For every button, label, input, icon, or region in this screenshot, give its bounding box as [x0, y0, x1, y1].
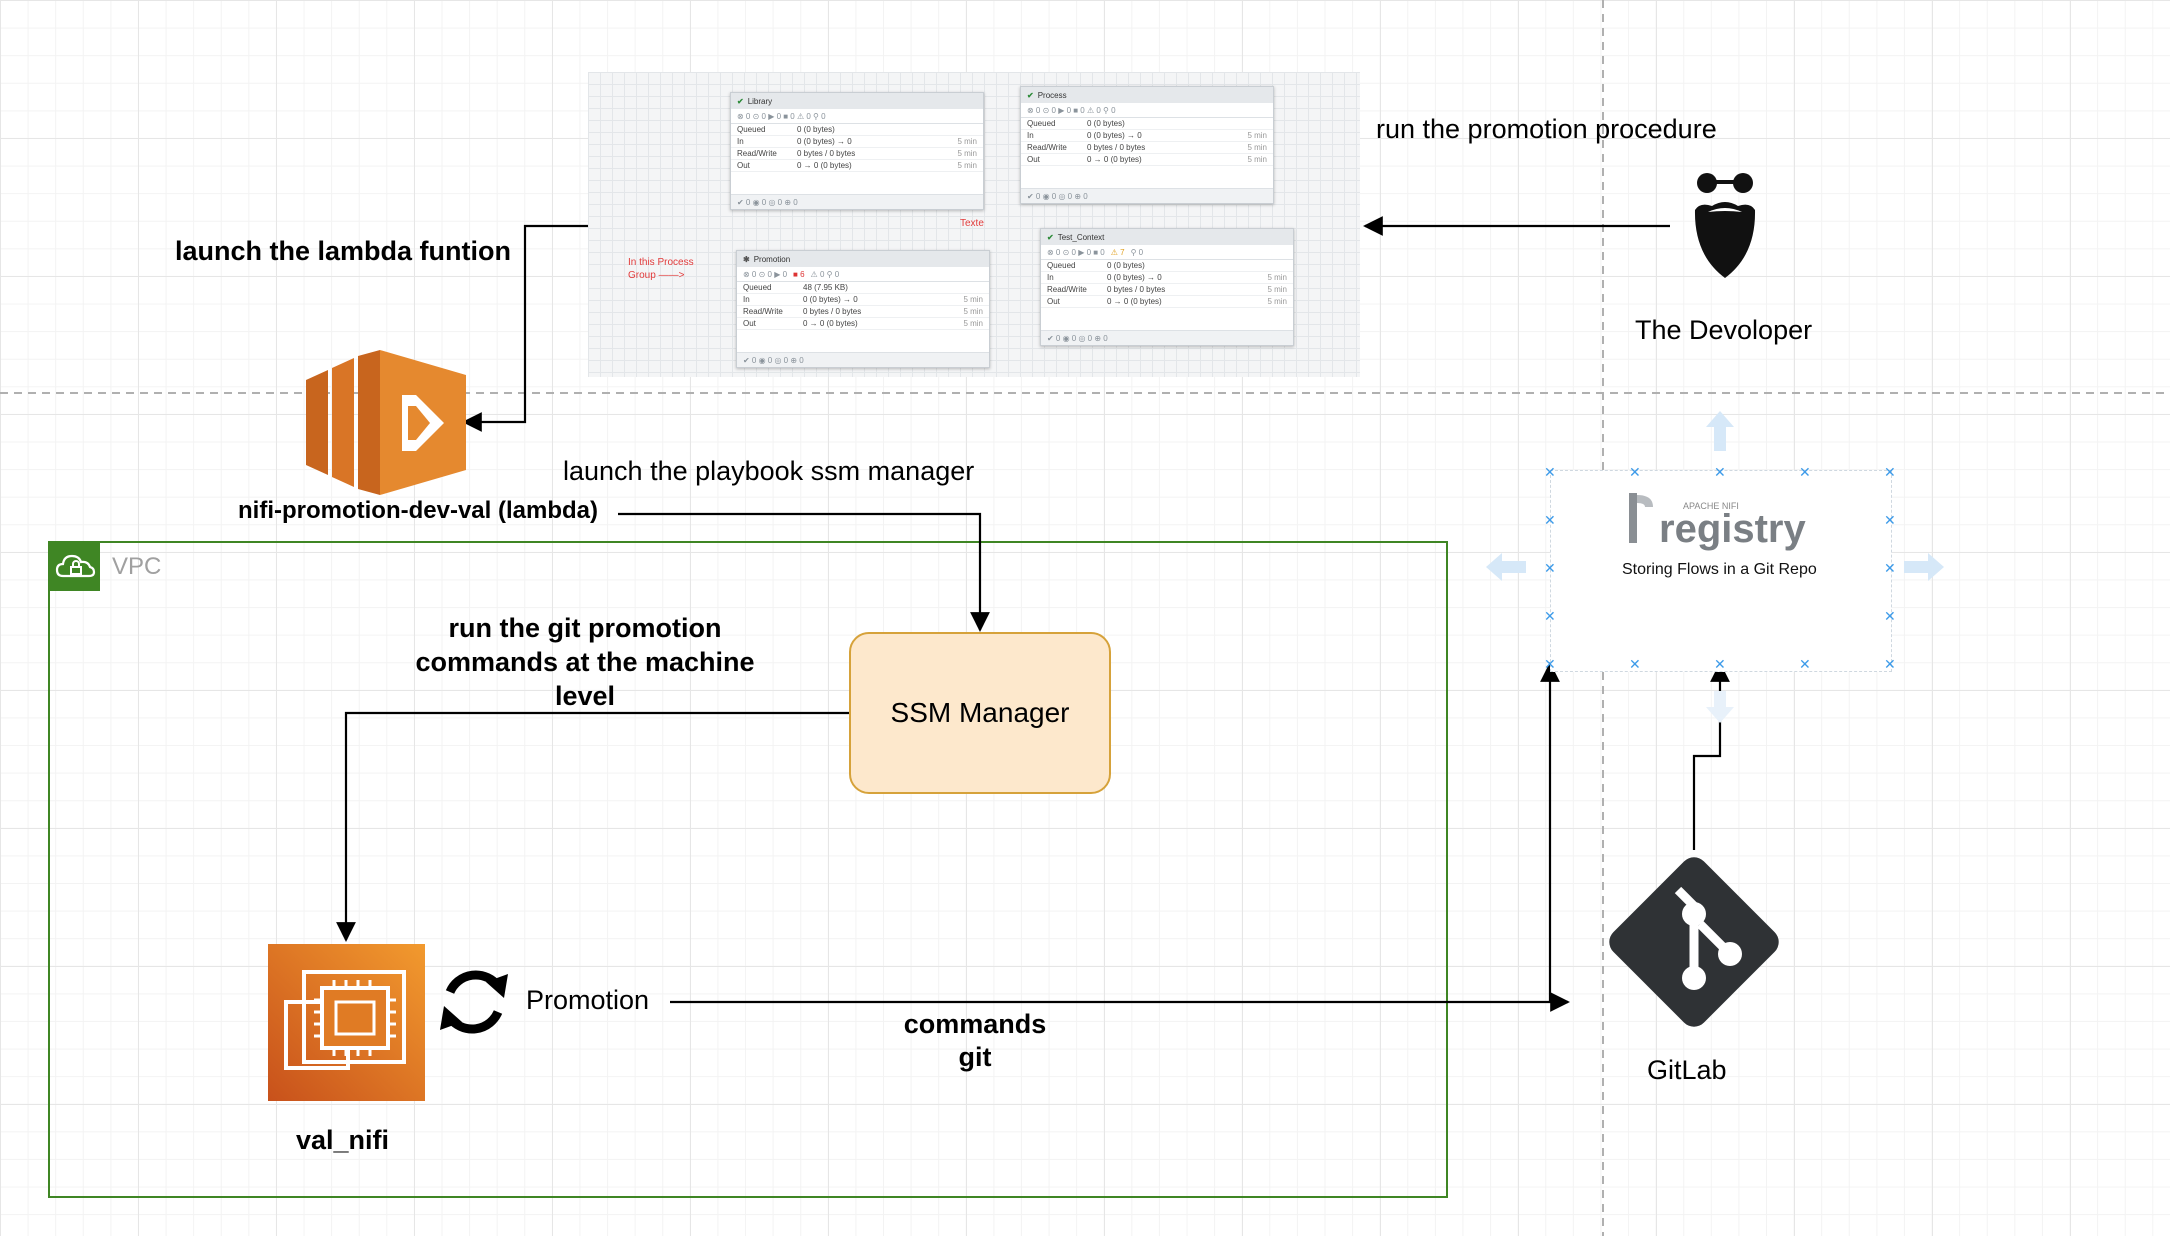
label-launch-playbook: launch the playbook ssm manager: [563, 456, 975, 486]
label-lambda-name: nifi-promotion-dev-val (lambda): [238, 497, 598, 524]
arrow-lambda-to-ssm: [618, 512, 990, 632]
connection-point-icon: ✕: [1884, 656, 1896, 672]
connection-point-icon: ✕: [1629, 656, 1641, 672]
card-counters: ⊗ 0 ⊙ 0 ▶ 0 ■ 6 ⚠ 0 ⚲ 0: [737, 267, 989, 282]
vpc-group: VPC: [48, 541, 1448, 1198]
connection-point-icon: ✕: [1799, 464, 1811, 480]
ssm-manager-label: SSM Manager: [890, 697, 1070, 728]
connection-point-icon: ✕: [1884, 608, 1896, 624]
connection-point-icon: ✕: [1884, 512, 1896, 528]
process-group-card-promotion: ✱Promotion ⊗ 0 ⊙ 0 ▶ 0 ■ 6 ⚠ 0 ⚲ 0 Queue…: [736, 250, 990, 368]
canvas-note-process-group: In this Process Group ——>: [628, 257, 694, 281]
git-icon: [1609, 857, 1779, 1027]
connection-point-icon: ✕: [1544, 608, 1556, 624]
registry-wordmark: registry: [1659, 507, 1806, 551]
connection-point-icon: ✕: [1544, 464, 1556, 480]
card-title: Process: [1037, 90, 1067, 100]
connection-point-icon: ✕: [1629, 464, 1641, 480]
status-icon: ✔: [737, 96, 744, 106]
label-gitlab: GitLab: [1647, 1055, 1727, 1085]
card-title: Promotion: [753, 254, 791, 264]
arrow-ssm-to-ec2: [336, 711, 849, 942]
label-run-promotion: run the promotion procedure: [1376, 114, 1717, 144]
process-group-card-test-context: ✔Test_Context ⊗ 0 ⊙ 0 ▶ 0 ■ 0 ⚠ 7 ⚲ 0 Qu…: [1040, 228, 1294, 346]
registry-logo-icon: [1629, 493, 1653, 543]
connection-point-icon: ✕: [1714, 464, 1726, 480]
label-val-nifi: val_nifi: [296, 1125, 390, 1155]
label-promotion: Promotion: [526, 985, 650, 1015]
sync-icon: [440, 970, 508, 1034]
card-counters: ⊗ 0 ⊙ 0 ▶ 0 ■ 0 ⚠ 0 ⚲ 0: [731, 109, 983, 124]
status-icon: ✱: [743, 254, 750, 264]
card-title: Library: [747, 96, 773, 106]
connection-point-icon: ✕: [1799, 656, 1811, 672]
label-developer: The Devoloper: [1635, 315, 1813, 345]
label-run-git-commands: run the git promotion commands at the ma…: [415, 613, 755, 711]
connection-point-icon: ✕: [1544, 656, 1556, 672]
hover-arrow-icons[interactable]: [1480, 405, 1950, 735]
ssm-manager-box: SSM Manager: [849, 632, 1111, 794]
ec2-instance-icon: [268, 944, 425, 1101]
connection-point-icon: ✕: [1544, 560, 1556, 576]
arrow-nifi-to-lambda: [462, 224, 588, 432]
developer-icon: [1694, 173, 1756, 278]
connection-point-icon: ✕: [1884, 464, 1896, 480]
registry-tagline: Storing Flows in a Git Repo: [1622, 561, 1817, 578]
card-title: Test_Context: [1057, 232, 1105, 242]
aws-lambda-icon: [306, 350, 466, 495]
connection-point-icon: ✕: [1544, 512, 1556, 528]
vpc-cloud-lock-icon: [50, 543, 100, 591]
card-counters: ⊗ 0 ⊙ 0 ▶ 0 ■ 0 ⚠ 7 ⚲ 0: [1041, 245, 1293, 260]
status-icon: ✔: [1027, 90, 1034, 100]
nifi-registry-box: APACHE NIFI registry Storing Flows in a …: [1544, 465, 1896, 672]
canvas-note-texte: Texte: [960, 218, 984, 229]
vpc-label: VPC: [112, 553, 162, 580]
registry-small-caption: APACHE NIFI: [1683, 501, 1739, 511]
connection-point-icon: ✕: [1714, 656, 1726, 672]
label-launch-lambda: launch the lambda funtion: [175, 236, 511, 266]
card-counters: ⊗ 0 ⊙ 0 ▶ 0 ■ 0 ⚠ 0 ⚲ 0: [1021, 103, 1273, 118]
connection-point-icon: ✕: [1884, 560, 1896, 576]
label-commands-git: commands git: [903, 1009, 1047, 1072]
status-icon: ✔: [1047, 232, 1054, 242]
